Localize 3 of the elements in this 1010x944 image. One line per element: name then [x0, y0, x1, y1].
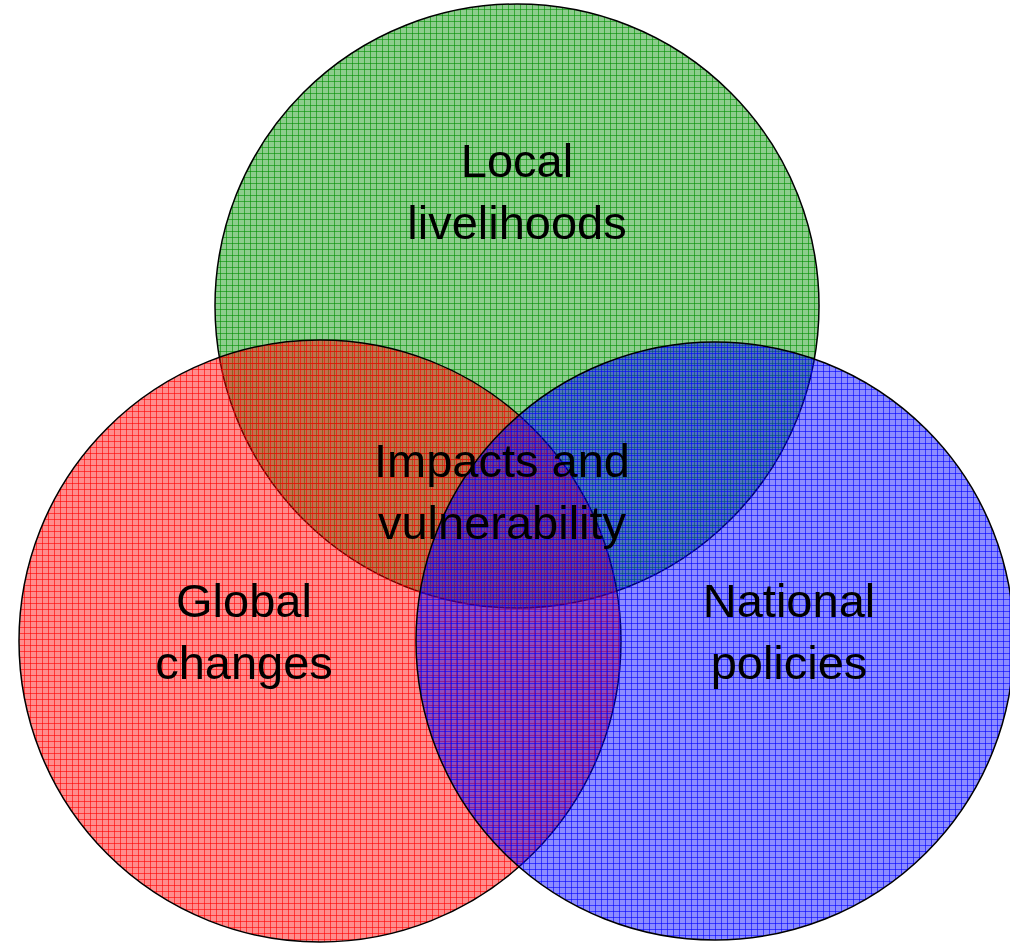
- circle-label: Global changes: [155, 574, 333, 689]
- circle-label: National policies: [702, 574, 876, 689]
- circle-label: Local livelihoods: [407, 134, 627, 249]
